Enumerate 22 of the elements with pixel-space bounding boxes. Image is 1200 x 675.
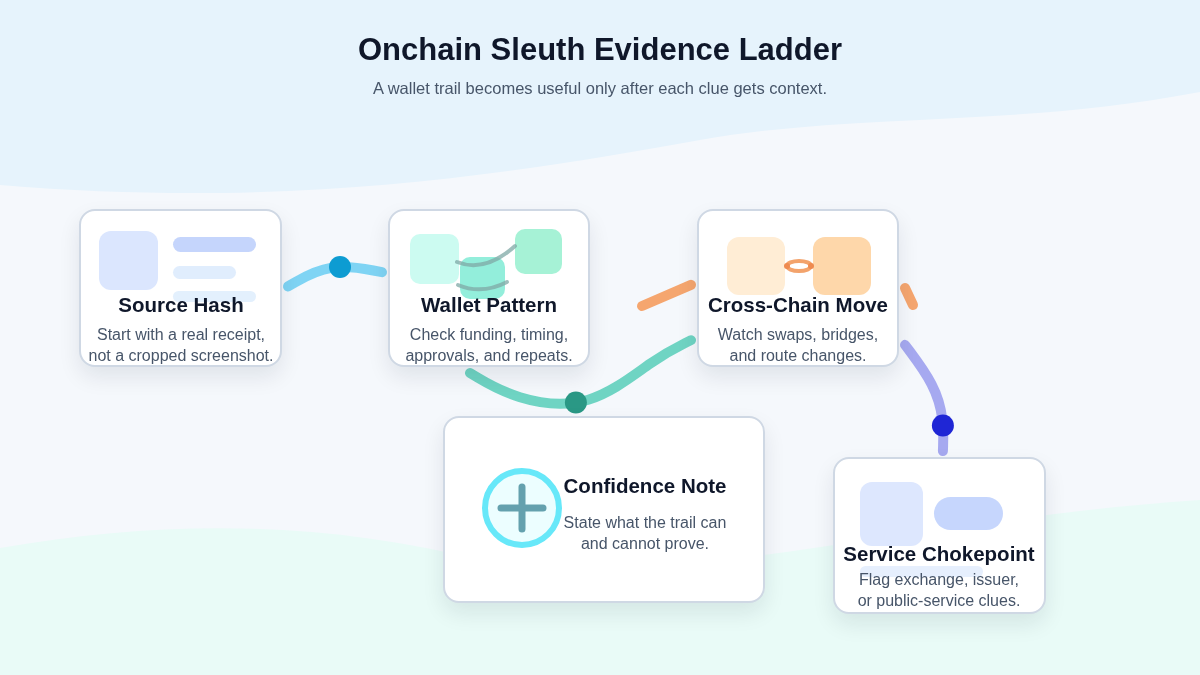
card-title: Service Chokepoint [843,542,1035,566]
card-title: Wallet Pattern [421,293,557,317]
curved-connector [637,279,696,311]
card-description: Check funding, timing, approvals, and repeats. [404,325,574,366]
curved-connector [900,339,949,456]
card-title: Source Hash [118,293,244,317]
curved-connector [900,283,918,310]
step-card [697,209,899,367]
curved-connector [283,261,387,292]
card-description: Flag exchange, issuer, or public-service clues. [856,570,1022,611]
step-card [79,209,282,367]
step-card [443,416,765,603]
step-card [833,457,1046,614]
card-description: Start with a real receipt, not a cropped screenshot. [87,325,275,366]
subtitle: A wallet trail becomes useful only after each clue gets context. [373,78,827,99]
card-title: Confidence Note [563,474,727,498]
curved-connector [465,335,696,409]
card-description: State what the trail can and cannot prove. [562,513,728,554]
step-card [388,209,590,367]
card-description: Watch swaps, bridges, and route changes. [716,325,880,366]
diagram-title: Onchain Sleuth Evidence Ladder [357,31,843,69]
card-title: Cross-Chain Move [708,293,888,317]
